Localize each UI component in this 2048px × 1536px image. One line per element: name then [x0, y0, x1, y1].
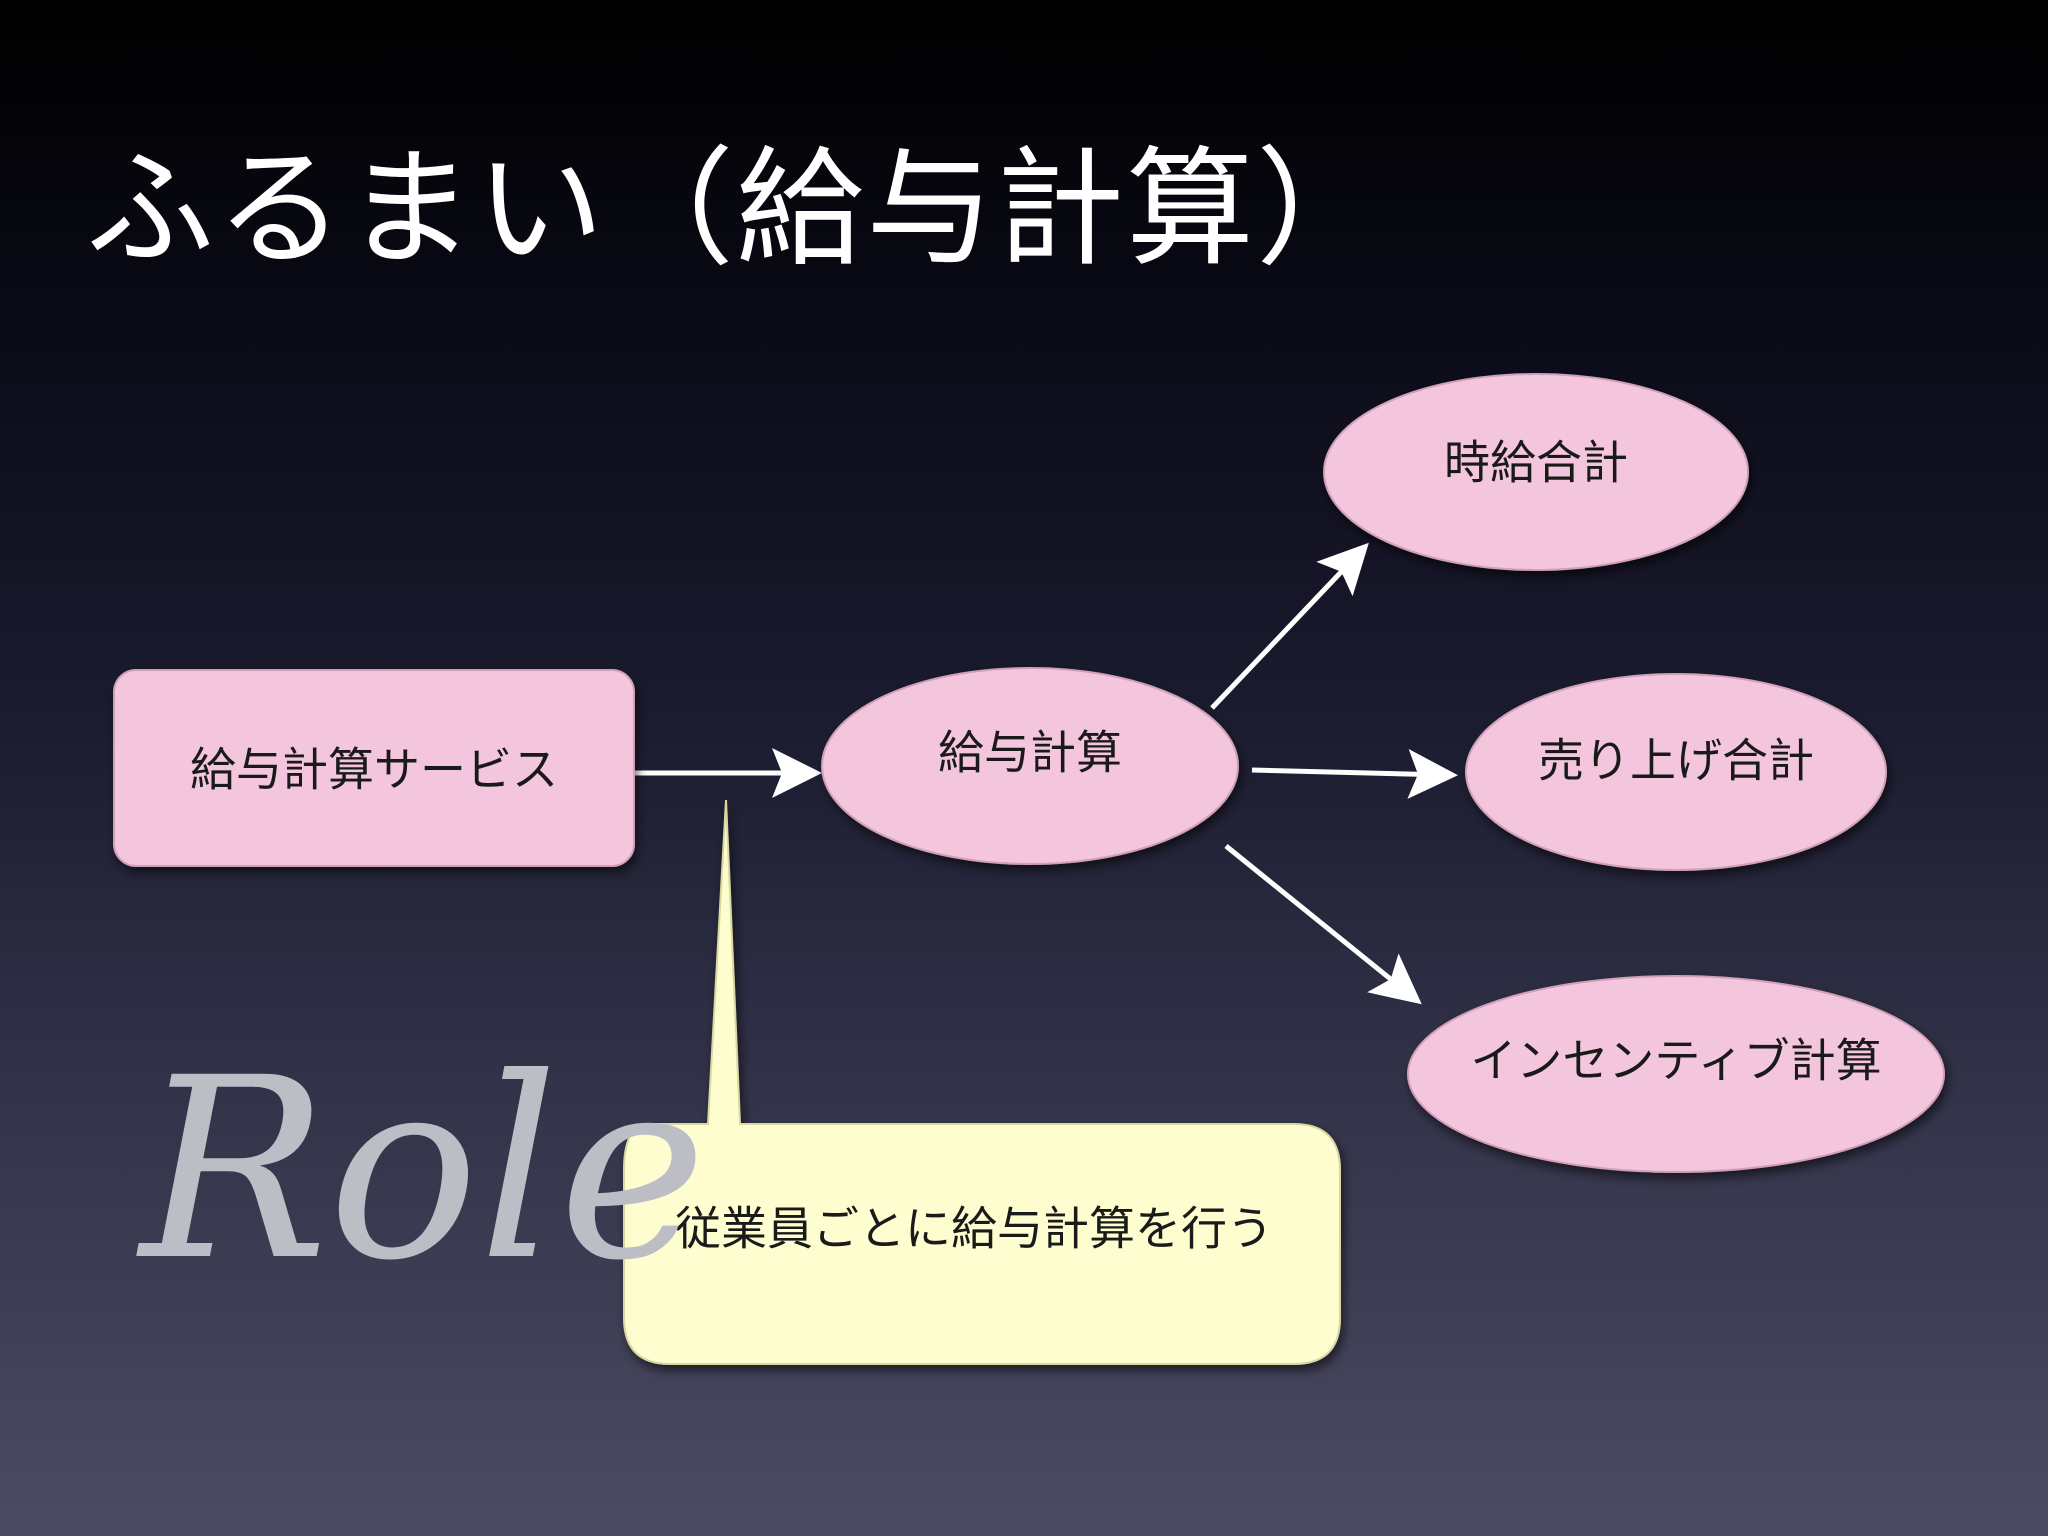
branch-node-sales: 売り上げ合計	[1465, 673, 1887, 871]
arrow-center-to-sales	[1251, 748, 1458, 799]
service-box-label: 給与計算サービス	[190, 743, 558, 797]
branch-node-incentive: インセンティブ計算	[1407, 975, 1945, 1173]
role-label: Role	[136, 1024, 707, 1315]
role-callout-label: 従業員ごとに給与計算を行う	[675, 1202, 1273, 1256]
center-node-label: 給与計算	[938, 726, 1122, 780]
branch-node-sales-label: 売り上げ合計	[1538, 734, 1814, 788]
role-callout: 従業員ごとに給与計算を行う	[623, 799, 1341, 1365]
service-box: 給与計算サービス	[113, 669, 635, 867]
branch-node-incentive-label: インセンティブ計算	[1470, 1034, 1881, 1088]
slide-title: ふるまい（給与計算）	[86, 135, 1387, 284]
center-node: 給与計算	[821, 667, 1239, 865]
arrow-center-to-hourly	[1210, 542, 1369, 710]
arrow-center-to-incentive	[1224, 844, 1422, 1005]
branch-node-hourly-label: 時給合計	[1444, 436, 1628, 490]
branch-node-hourly: 時給合計	[1323, 373, 1749, 571]
